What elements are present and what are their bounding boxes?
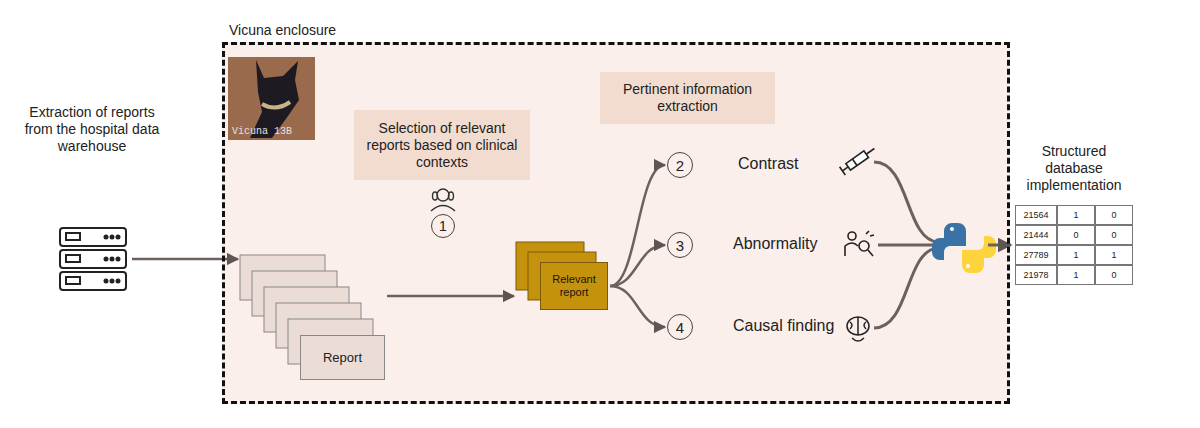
- server-icon: [117, 236, 120, 239]
- examination-icon: [866, 231, 874, 236]
- syringe-icon: [842, 167, 848, 171]
- table-cell: 21444: [1015, 225, 1057, 245]
- merge-lines: [874, 162, 938, 242]
- examination-icon: [845, 243, 858, 256]
- node-text: 3: [676, 237, 684, 254]
- table-cell: 1: [1057, 265, 1095, 285]
- step-circle: 3: [667, 232, 693, 258]
- server-icon: [111, 280, 114, 283]
- server-icon: [117, 258, 120, 261]
- examination-icon: [868, 250, 873, 256]
- table-cell: 1: [1057, 245, 1095, 265]
- table-cell: 0: [1095, 205, 1133, 225]
- server-icon: [105, 236, 108, 239]
- logo-caption: Vicuna 13B: [232, 126, 292, 137]
- flow-arrow: [610, 286, 665, 327]
- server-icon: [117, 280, 120, 283]
- python-logo: [950, 227, 954, 231]
- process-box: Selection of relevant reports based on c…: [354, 110, 530, 180]
- vicuna-logo: [262, 102, 290, 108]
- merge-lines: [874, 162, 938, 328]
- node-text: Pertinent information extraction: [600, 81, 775, 115]
- python-logo: [932, 223, 996, 273]
- brain-icon: [850, 317, 866, 335]
- report-card: Report: [240, 255, 385, 380]
- server-icon: [60, 228, 126, 246]
- merge-lines: [878, 244, 938, 247]
- syringe-icon: [846, 151, 869, 170]
- brain-icon: [847, 317, 869, 335]
- server-icon: [66, 277, 80, 284]
- server-icon: [60, 272, 126, 290]
- human-review-icon: [437, 189, 449, 201]
- vicuna-logo: [228, 57, 315, 140]
- server-icon: [105, 280, 108, 283]
- task-label: Contrast: [738, 155, 798, 173]
- node-text: Report: [323, 350, 362, 365]
- examination-icon: [848, 232, 856, 240]
- step-circle: 1: [431, 214, 455, 238]
- flow-arrow: [610, 245, 665, 286]
- human-review-icon: [431, 189, 455, 211]
- enclosure-box: Report Selection of relevant reports base…: [222, 42, 1010, 404]
- node-text: Selection of relevant reports based on c…: [354, 120, 530, 171]
- task-label: Abnormality: [733, 235, 817, 253]
- syringe-icon: [840, 144, 878, 175]
- brain-icon: [852, 338, 864, 341]
- card-face: Report: [300, 335, 385, 380]
- examination-icon: [859, 241, 869, 251]
- node-text: 2: [676, 157, 684, 174]
- human-review-icon: [433, 192, 438, 200]
- table-cell: 27789: [1015, 245, 1057, 265]
- server-icon: [111, 236, 114, 239]
- enclosure-ground: [222, 42, 1010, 404]
- server-icon: [111, 258, 114, 261]
- table-cell: 21978: [1015, 265, 1057, 285]
- table-cell: 1: [1095, 245, 1133, 265]
- table-cell: 0: [1057, 225, 1095, 245]
- server-node: Extraction of reports from the hospital …: [55, 225, 130, 295]
- table-cell: 0: [1095, 225, 1133, 245]
- table-cell: 0: [1095, 265, 1133, 285]
- flow-arrow: [610, 165, 665, 286]
- python-logo: [962, 236, 996, 273]
- syringe-icon: [840, 167, 846, 175]
- relevant-card: Relevant report: [516, 242, 608, 310]
- node-text: 4: [676, 319, 684, 336]
- flow-arrow: [387, 295, 514, 298]
- python-logo: [966, 264, 970, 268]
- examination-icon: [845, 231, 874, 256]
- server-icon: [66, 255, 80, 262]
- node-text: 1: [439, 218, 447, 234]
- step-circle: 2: [667, 152, 693, 178]
- table-cell: 1: [1057, 205, 1095, 225]
- brain-icon: [847, 317, 869, 341]
- python-logo: [932, 223, 966, 260]
- human-review-icon: [449, 192, 454, 200]
- table-cell: 21564: [1015, 205, 1057, 225]
- card-face: Relevant report: [540, 262, 608, 310]
- server-icon: [60, 228, 126, 290]
- syringe-icon: [852, 159, 857, 166]
- node-text: Structured database implementation: [1019, 143, 1129, 194]
- merge-lines: [874, 248, 938, 328]
- server-icon: [60, 250, 126, 268]
- process-box: Pertinent information extraction: [600, 72, 775, 124]
- server-icon: [66, 233, 80, 240]
- node-text: Relevant report: [541, 273, 607, 299]
- node-text: Extraction of reports from the hospital …: [17, 104, 167, 155]
- server-icon: [105, 258, 108, 261]
- human-review-icon: [431, 206, 455, 212]
- vicuna-logo: [228, 57, 315, 140]
- syringe-icon: [866, 149, 874, 155]
- step-circle: 4: [667, 314, 693, 340]
- task-label: Causal finding: [733, 317, 834, 335]
- node-text: Vicuna enclosure: [229, 22, 336, 38]
